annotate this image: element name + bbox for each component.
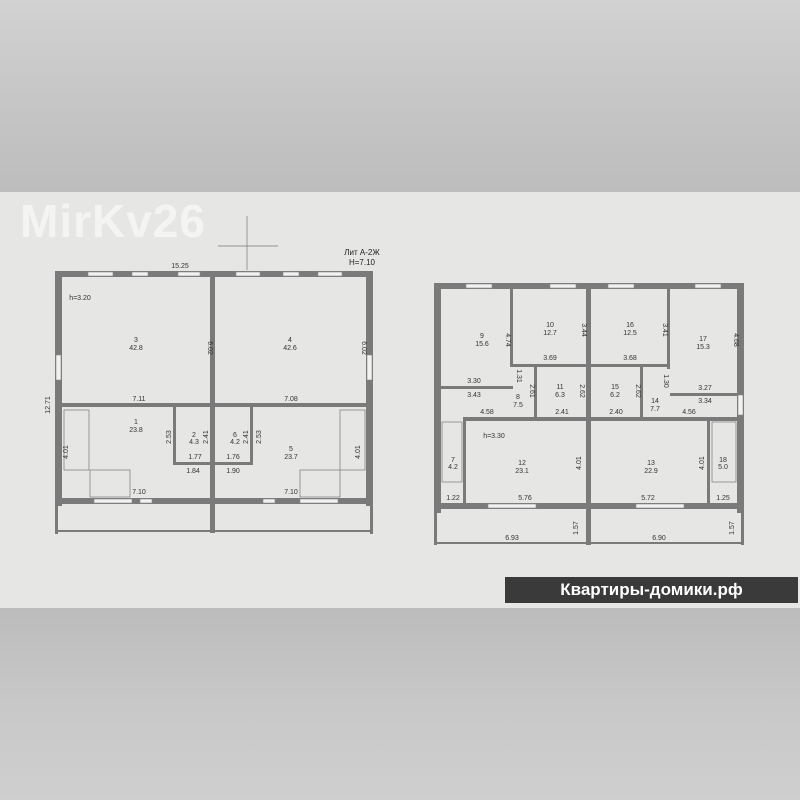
plan-label: 42.6 — [283, 345, 297, 352]
plan-label: 22.9 — [644, 468, 658, 475]
plan-label: 5 — [289, 446, 293, 453]
plan-label: 12.7 — [543, 330, 557, 337]
plan-label: 4.01 — [576, 456, 583, 470]
plan-label: 6.02 — [360, 341, 367, 355]
plan-label: 4.01 — [355, 445, 362, 459]
plan-label: 7.10 — [132, 489, 146, 496]
plan-label: 3.44 — [580, 323, 587, 337]
left-dimensions: 6.02 6.02 7.11 7.08 4.01 2.53 2.41 2.41 … — [63, 341, 367, 496]
plan-label: 7.08 — [284, 396, 298, 403]
left-ceiling-height: h=3.20 — [69, 295, 91, 302]
plan-label: 7 — [451, 457, 455, 464]
plan-label: 7.5 — [513, 402, 523, 409]
plan-label: 4.2 — [230, 439, 240, 446]
plan-label: 4.74 — [504, 333, 511, 347]
plan-label: 3 — [134, 337, 138, 344]
plan-label: 11 — [556, 384, 563, 391]
plan-label: 16 — [626, 322, 634, 329]
plan-label: 1.90 — [226, 468, 240, 475]
plan-label: 1.76 — [226, 454, 240, 461]
plan-label: 1.84 — [186, 468, 200, 475]
right-plan-walls — [434, 283, 744, 545]
plan-label: 42.8 — [129, 345, 143, 352]
blurred-background-bottom — [0, 608, 800, 800]
plan-label: 3.34 — [698, 398, 712, 405]
plan-label: 7.10 — [284, 489, 298, 496]
plan-label: 14 — [651, 398, 659, 405]
plan-label: 4.2 — [448, 464, 458, 471]
plan-label: 4.68 — [732, 333, 739, 347]
right-dimensions: 4.74 3.44 3.69 3.41 3.68 4.68 3.30 3.43 … — [446, 323, 739, 542]
plan-label: 13 — [647, 460, 655, 467]
watermark: MirKv26 — [20, 195, 206, 247]
plan-label: 8 — [516, 394, 520, 401]
plan-label: 6.3 — [555, 392, 565, 399]
plan-label: 23.8 — [129, 427, 143, 434]
plan-label: 3.68 — [623, 355, 637, 362]
plan-label: 7.11 — [132, 396, 145, 403]
plan-label: 2.41 — [203, 430, 210, 444]
plan-label: 4.01 — [63, 445, 70, 459]
plan-label: 1.30 — [662, 374, 669, 388]
brand-watermark: Квартиры-домики.рф — [505, 577, 798, 603]
dim: 15.25 — [171, 263, 189, 270]
plan-label: 23.1 — [515, 468, 529, 475]
plan-label: 15.6 — [475, 341, 489, 348]
plan-label: 12.5 — [623, 330, 637, 337]
plan-label: 4.58 — [480, 409, 494, 416]
plan-label: 10 — [546, 322, 554, 329]
plan-label: 2.53 — [166, 430, 173, 444]
plan-label: 1.57 — [573, 521, 580, 535]
plan-label: 2.62 — [634, 384, 641, 398]
plan-label: 6.90 — [652, 535, 666, 542]
plan-label: 2.53 — [256, 430, 263, 444]
plan-label: 2.62 — [578, 384, 585, 398]
plan-label: 6.02 — [206, 341, 213, 355]
plan-label: 12 — [518, 460, 526, 467]
plan-label: 2.41 — [243, 430, 250, 444]
plan-label: 4.01 — [699, 456, 706, 470]
plan-label: 5.76 — [518, 495, 532, 502]
plan-label: 1.57 — [729, 521, 736, 535]
plan-label: 9 — [480, 333, 484, 340]
plan-label: 3.30 — [467, 378, 481, 385]
plan-label: 6 — [233, 432, 237, 439]
plan-label: 1 — [134, 419, 138, 426]
plan-label: 15 — [611, 384, 619, 391]
plan-label: 2.61 — [528, 384, 535, 398]
plan-label: 1.31 — [515, 369, 522, 383]
plan-label: 1.25 — [716, 495, 730, 502]
plan-label: 15.3 — [696, 344, 710, 351]
plan-label: 3.69 — [543, 355, 557, 362]
right-ceiling-height: h=3.30 — [483, 433, 505, 440]
right-room-labels: 7 4.2 8 7.5 9 15.6 10 12.7 11 6.3 12 23.… — [448, 322, 728, 475]
plan-label: 17 — [699, 336, 707, 343]
floor-plan-sheet — [0, 192, 800, 608]
plan-label: 3.27 — [698, 385, 712, 392]
plan-label: 18 — [719, 457, 727, 464]
plan-label: 4.56 — [682, 409, 696, 416]
plan-label: 1.22 — [446, 495, 460, 502]
lit-label: Лит А-2Ж — [344, 248, 380, 257]
plan-label: 23.7 — [284, 454, 298, 461]
plan-label: 2.40 — [609, 409, 623, 416]
plan-label: 3.41 — [661, 323, 668, 337]
plan-label: 2 — [192, 432, 196, 439]
left-room-labels: 1 23.8 2 4.3 3 42.8 4 42.6 5 23.7 6 4.2 — [129, 337, 298, 461]
plan-label: 6.93 — [505, 535, 519, 542]
plan-label: 4 — [288, 337, 292, 344]
plan-label: 5.72 — [641, 495, 655, 502]
blurred-background-top — [0, 0, 800, 192]
plan-label: 7.7 — [650, 406, 660, 413]
plan-label: 4.3 — [189, 439, 199, 446]
height-label: H=7.10 — [349, 258, 376, 267]
plan-label: 6.2 — [610, 392, 620, 399]
left-plan-walls — [55, 271, 373, 534]
plan-label: 3.43 — [467, 392, 481, 399]
plan-label: 2.41 — [555, 409, 569, 416]
plan-label: 5.0 — [718, 464, 728, 471]
plan-label: 1.77 — [188, 454, 202, 461]
dim: 12.71 — [45, 396, 52, 414]
